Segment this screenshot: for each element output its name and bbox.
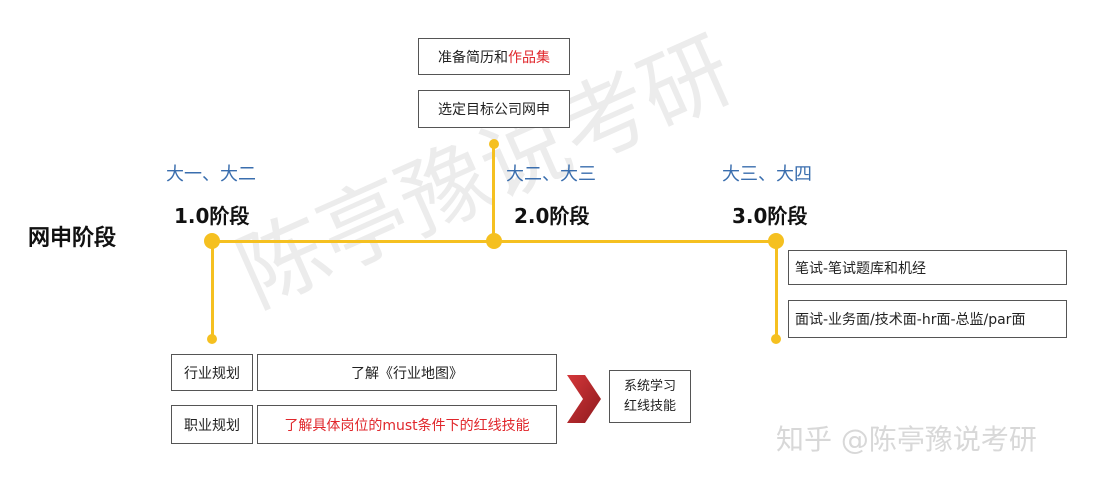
industry-planning-label-box: 行业规划: [171, 354, 253, 391]
stage1-connector-line: [211, 241, 214, 339]
written-test-text: 笔试-笔试题库和机经: [795, 260, 927, 277]
learn-skills-box: 系统学习 红线技能: [609, 370, 691, 423]
stage1-end-dot: [207, 334, 217, 344]
select-company-text: 选定目标公司网申: [438, 102, 550, 118]
career-planning-label: 职业规划: [184, 417, 240, 434]
stage1-year: 大一、大二: [166, 164, 256, 185]
chevron-right-icon: [567, 375, 601, 423]
learn-skills-line2: 红线技能: [623, 398, 676, 414]
stage1-label: 1.0阶段: [174, 204, 250, 228]
red-line-skills-text: 了解具体岗位的must条件下的红线技能: [284, 417, 530, 434]
learn-skills-line1: 系统学习: [623, 378, 676, 394]
select-company-box: 选定目标公司网申: [418, 90, 570, 128]
industry-map-text: 了解《行业地图》: [351, 365, 463, 382]
prepare-resume-text: 准备简历和: [438, 49, 508, 66]
zhihu-signature: 知乎 @陈亭豫说考研: [776, 423, 1037, 456]
stage3-connector-line: [775, 241, 778, 339]
stage3-year: 大三、大四: [722, 164, 812, 185]
interview-box: 面试-业务面/技术面-hr面-总监/par面: [788, 300, 1067, 338]
industry-map-box: 了解《行业地图》: [257, 354, 557, 391]
diagram-title: 网申阶段: [28, 226, 117, 251]
stage2-end-dot: [489, 139, 499, 149]
portfolio-highlight: 作品集: [508, 49, 550, 66]
stage1-node: [204, 233, 220, 249]
industry-planning-label: 行业规划: [184, 365, 240, 382]
stage2-node: [486, 233, 502, 249]
stage2-year: 大二、大三: [506, 164, 596, 185]
interview-text: 面试-业务面/技术面-hr面-总监/par面: [795, 312, 1026, 328]
written-test-box: 笔试-笔试题库和机经: [788, 250, 1067, 285]
prepare-resume-box: 准备简历和作品集: [418, 38, 570, 75]
career-planning-label-box: 职业规划: [171, 405, 253, 444]
stage3-node: [768, 233, 784, 249]
stage3-label: 3.0阶段: [732, 204, 808, 228]
stage2-connector-line: [492, 144, 495, 241]
red-line-skills-box: 了解具体岗位的must条件下的红线技能: [257, 405, 557, 444]
stage2-label: 2.0阶段: [514, 204, 590, 228]
stage3-end-dot: [771, 334, 781, 344]
